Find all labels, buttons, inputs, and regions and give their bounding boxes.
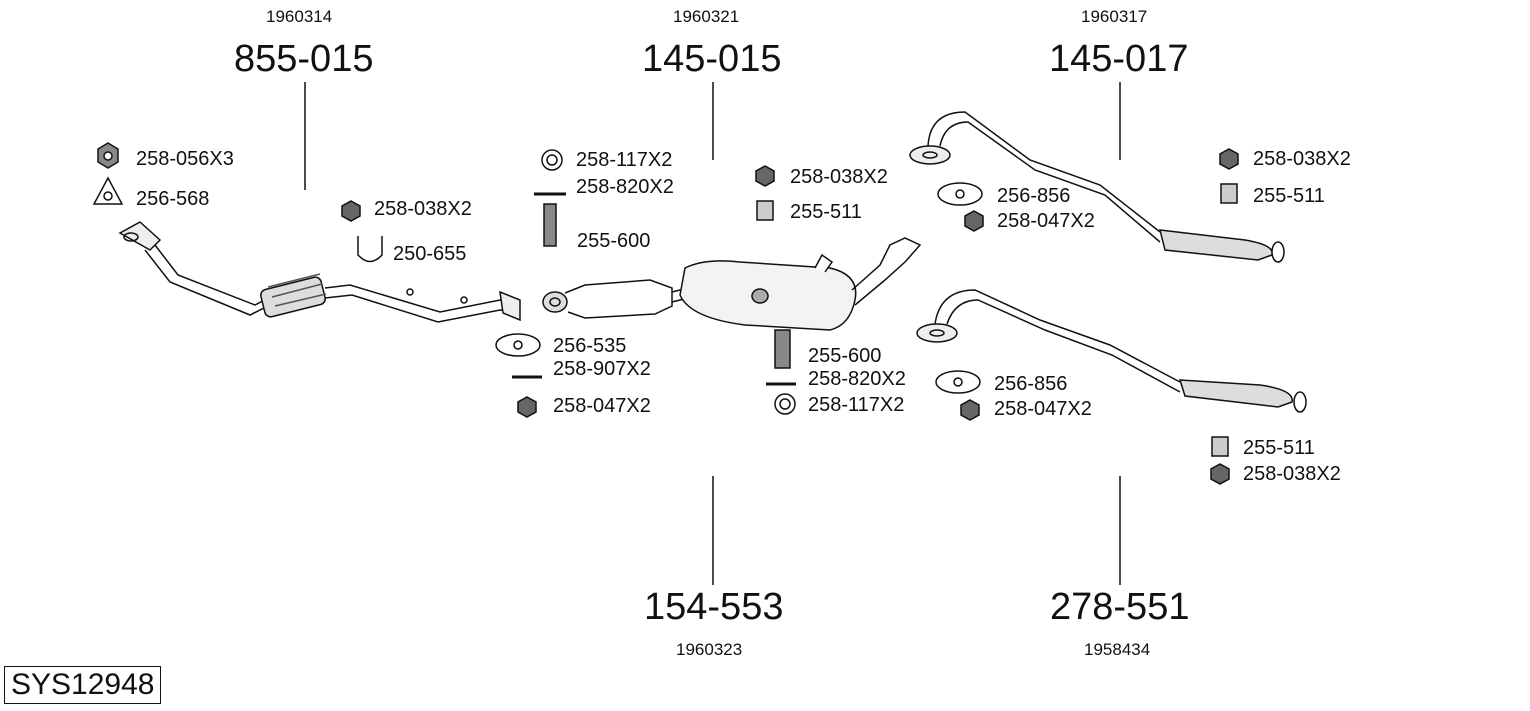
flange-nut-icon[interactable]: [517, 396, 537, 418]
part-label[interactable]: 258-038X2: [374, 198, 472, 220]
part-label[interactable]: 258-047X2: [553, 395, 651, 417]
rubber-hanger-icon[interactable]: [756, 200, 774, 221]
rubber-hanger-icon[interactable]: [1211, 436, 1229, 457]
assembly-part-2[interactable]: 145-015: [642, 38, 782, 80]
part-label[interactable]: 258-907X2: [553, 358, 651, 380]
part-label[interactable]: 258-820X2: [576, 176, 674, 198]
assembly-part-3[interactable]: 145-017: [1049, 38, 1189, 80]
assembly-part-4[interactable]: 154-553: [644, 586, 784, 628]
part-label[interactable]: 255-511: [1243, 437, 1315, 459]
assembly-ref-3: 1960317: [1081, 7, 1148, 26]
u-bolt-clamp-icon[interactable]: [357, 236, 383, 263]
part-label[interactable]: 258-056X3: [136, 148, 234, 170]
part-label[interactable]: 256-856: [994, 373, 1068, 395]
part-label[interactable]: 258-117X2: [808, 394, 905, 416]
part-label[interactable]: 255-600: [808, 345, 882, 367]
part-label[interactable]: 258-038X2: [1253, 148, 1351, 170]
assembly-ref-1: 1960314: [266, 7, 333, 26]
part-label[interactable]: 255-511: [790, 201, 862, 223]
centre-silencer-drawing: [542, 237, 922, 331]
part-label[interactable]: 256-856: [997, 185, 1071, 207]
system-code: SYS12948: [4, 666, 162, 704]
flange-nut-icon[interactable]: [341, 200, 361, 222]
part-label[interactable]: 258-038X2: [1243, 463, 1341, 485]
rear-silencer-top-drawing: [909, 111, 1285, 263]
flange-nut-icon[interactable]: [960, 399, 980, 421]
part-label[interactable]: 258-117X2: [576, 149, 673, 171]
rubber-hanger-icon[interactable]: [1220, 183, 1238, 204]
leader-lines: [304, 82, 1121, 585]
bracket-icon[interactable]: [543, 203, 557, 247]
rear-silencer-bottom-drawing: [916, 289, 1307, 413]
assembly-ref-5: 1958434: [1084, 640, 1151, 659]
assembly-ref-2: 1960321: [673, 7, 740, 26]
bracket-icon[interactable]: [774, 329, 791, 369]
assembly-ref-4: 1960323: [676, 640, 743, 659]
part-label[interactable]: 250-655: [393, 243, 467, 265]
part-label[interactable]: 255-600: [577, 230, 651, 252]
part-label[interactable]: 258-047X2: [994, 398, 1092, 420]
part-label[interactable]: 258-047X2: [997, 210, 1095, 232]
triangular-gasket-icon[interactable]: [92, 176, 124, 205]
part-label[interactable]: 256-535: [553, 335, 627, 357]
part-label[interactable]: 256-568: [136, 188, 210, 210]
flange-nut-icon[interactable]: [1210, 463, 1230, 485]
assembly-part-1[interactable]: 855-015: [234, 38, 374, 80]
flange-nut-icon[interactable]: [1219, 148, 1239, 170]
flange-nut-icon[interactable]: [755, 165, 775, 187]
flange-nut-icon[interactable]: [964, 210, 984, 232]
front-pipe-drawing: [118, 221, 521, 323]
part-label[interactable]: 258-038X2: [790, 166, 888, 188]
part-label[interactable]: 258-820X2: [808, 368, 906, 390]
assembly-part-5[interactable]: 278-551: [1050, 586, 1190, 628]
part-label[interactable]: 255-511: [1253, 185, 1325, 207]
